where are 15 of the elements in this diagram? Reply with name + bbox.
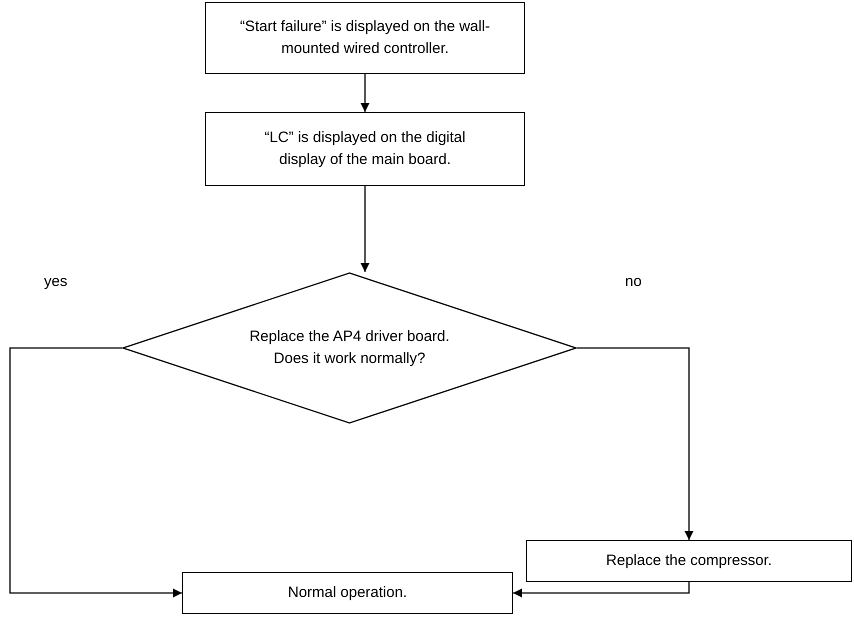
process-box — [205, 112, 525, 186]
process-box — [205, 2, 525, 74]
arrow — [577, 347, 694, 540]
node-text: Replace the compressor. — [606, 551, 772, 571]
node-text: “Start failure” is displayed on the wall-mounted wired controller. — [238, 17, 492, 59]
process-box — [182, 572, 513, 614]
process-box — [526, 540, 852, 582]
decision-diamond — [122, 272, 577, 424]
arrow — [9, 347, 182, 598]
arrow — [360, 74, 370, 112]
arrow — [513, 582, 690, 598]
node-text: Replace the AP4 driver board. Does it work normally? — [248, 327, 451, 369]
node-text: “LC” is displayed on the digital display of the main board. — [264, 128, 466, 170]
node-text: Normal operation. — [288, 583, 408, 603]
arrow — [360, 186, 370, 272]
